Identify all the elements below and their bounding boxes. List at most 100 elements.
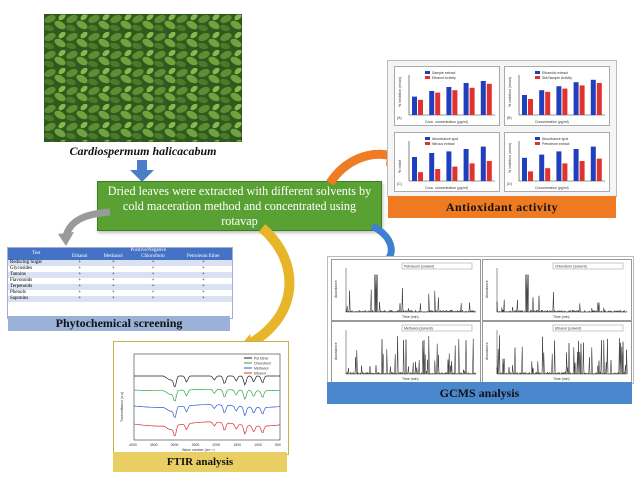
antioxidant-bar (469, 163, 475, 181)
extraction-description: Dried leaves were extracted with differe… (97, 181, 382, 231)
x-tick-label: 3000 (171, 443, 179, 447)
antioxidant-bar (452, 90, 458, 115)
panel-id: (C) (397, 182, 402, 186)
antioxidant-bar (539, 154, 545, 181)
legend-label: Nitrous extract (432, 142, 455, 146)
gcms-trace (345, 336, 477, 375)
antioxidant-label: Antioxidant activity (388, 196, 616, 218)
antioxidant-bar (528, 171, 533, 181)
x-tick-label: 2500 (192, 443, 200, 447)
table-row: Phenols++++ (8, 290, 232, 296)
x-axis-label: Time (min) (553, 315, 570, 319)
ftir-label: FTIR analysis (113, 452, 287, 472)
gcms-title-box (552, 324, 624, 332)
legend-label: Ethanol (254, 372, 266, 376)
y-axis-label: % Inhibition (mean) (398, 77, 402, 107)
antioxidant-bar (590, 79, 596, 115)
legend-label: Chloroform (254, 362, 271, 366)
antioxidant-bar (486, 83, 492, 115)
phyto-result: + (78, 278, 82, 283)
legend-label: Std/Sample Activity (542, 76, 572, 80)
phyto-result: + (64, 260, 96, 266)
y-axis-label: % inhibition (mean) (508, 77, 512, 107)
antioxidant-bar (522, 95, 527, 115)
antioxidant-bar (418, 99, 423, 115)
antioxidant-bar (556, 151, 562, 181)
x-tick-label: 1000 (254, 443, 262, 447)
antioxidant-bar (573, 82, 579, 115)
gcms-spectrum-4: Ethanol (solvent)Time (min)Abundance (482, 321, 632, 383)
phyto-result: + (95, 260, 132, 266)
phyto-result: + (201, 266, 205, 271)
gcms-panel-title: Chloroform (solvent) (555, 265, 587, 269)
antioxidant-bar (562, 88, 568, 115)
ftir-frame (133, 353, 281, 441)
table-row: Saponins++++ (8, 296, 232, 302)
species-name: Cardiospermum halicacabum (69, 144, 217, 158)
phyto-column-header: Ethanol (64, 254, 96, 260)
phyto-column-header: Chloroform (131, 254, 175, 260)
x-tick-label: 4000 (129, 443, 137, 447)
phyto-test-name: Glycosides (10, 266, 33, 271)
x-axis-label: Concentration (μg/ml) (535, 120, 569, 124)
phyto-result: + (64, 296, 96, 302)
extraction-text: Dried leaves were extracted with differe… (107, 183, 372, 228)
phyto-column-header: Methanol (95, 254, 132, 260)
phyto-result: + (64, 272, 96, 278)
y-axis-label: Abundance (485, 342, 489, 360)
phyto-result: + (95, 296, 132, 302)
legend-swatch (535, 76, 540, 79)
antioxidant-bar (446, 151, 452, 181)
antioxidant-bar (545, 168, 551, 181)
phyto-result: + (201, 290, 205, 295)
arrow-to-phyto (62, 208, 111, 238)
phyto-result: + (95, 272, 132, 278)
phyto-test-name: Terpenoids (8, 284, 65, 290)
legend-swatch (425, 137, 430, 140)
antioxidant-bar (596, 83, 602, 115)
antioxidant-bar (579, 161, 585, 181)
antioxidant-bar (463, 83, 469, 115)
antioxidant-bar (596, 158, 602, 181)
gcms-trace (345, 274, 477, 313)
x-tick-label: 500 (275, 443, 281, 447)
antioxidant-bar (522, 157, 527, 181)
legend-swatch (425, 76, 430, 79)
phyto-header-test: Test (8, 248, 65, 260)
gcms-spectrum-2: Chloroform (solvent) Time (min) Abundance (482, 259, 632, 321)
phyto-column-header: Petroleum Ether (174, 254, 232, 260)
phyto-test-name: Tannins (8, 272, 65, 278)
legend-swatch (425, 142, 430, 145)
phyto-test-name: Phenols (10, 290, 26, 295)
antioxidant-bar (590, 146, 596, 181)
table-row: Terpenoids++++ (8, 284, 232, 290)
phyto-result: + (111, 266, 115, 271)
antioxidant-bar (429, 91, 435, 115)
phyto-result: + (131, 272, 175, 278)
gcms-panel-title: Ethanol (solvent) (555, 327, 581, 331)
ftir-trace (133, 404, 281, 418)
legend-swatch (425, 71, 430, 74)
legend-label: Absorbance spot (542, 137, 568, 141)
phyto-result: + (131, 260, 175, 266)
panel-id: (D) (507, 182, 512, 186)
antioxidant-bar (412, 157, 417, 181)
phyto-result: + (111, 290, 115, 295)
gcms-title-box (401, 262, 473, 270)
y-axis-label: Abundance (334, 342, 338, 360)
phyto-result: + (95, 284, 132, 290)
phyto-result: + (151, 266, 155, 271)
gcms-spectrum-3: Methanol (solvent)Time (min)Abundance (331, 321, 481, 383)
y-axis-label: Abundance (485, 280, 489, 298)
phyto-result: + (151, 290, 155, 295)
phyto-result: + (131, 284, 175, 290)
antioxidant-bar (452, 166, 458, 181)
